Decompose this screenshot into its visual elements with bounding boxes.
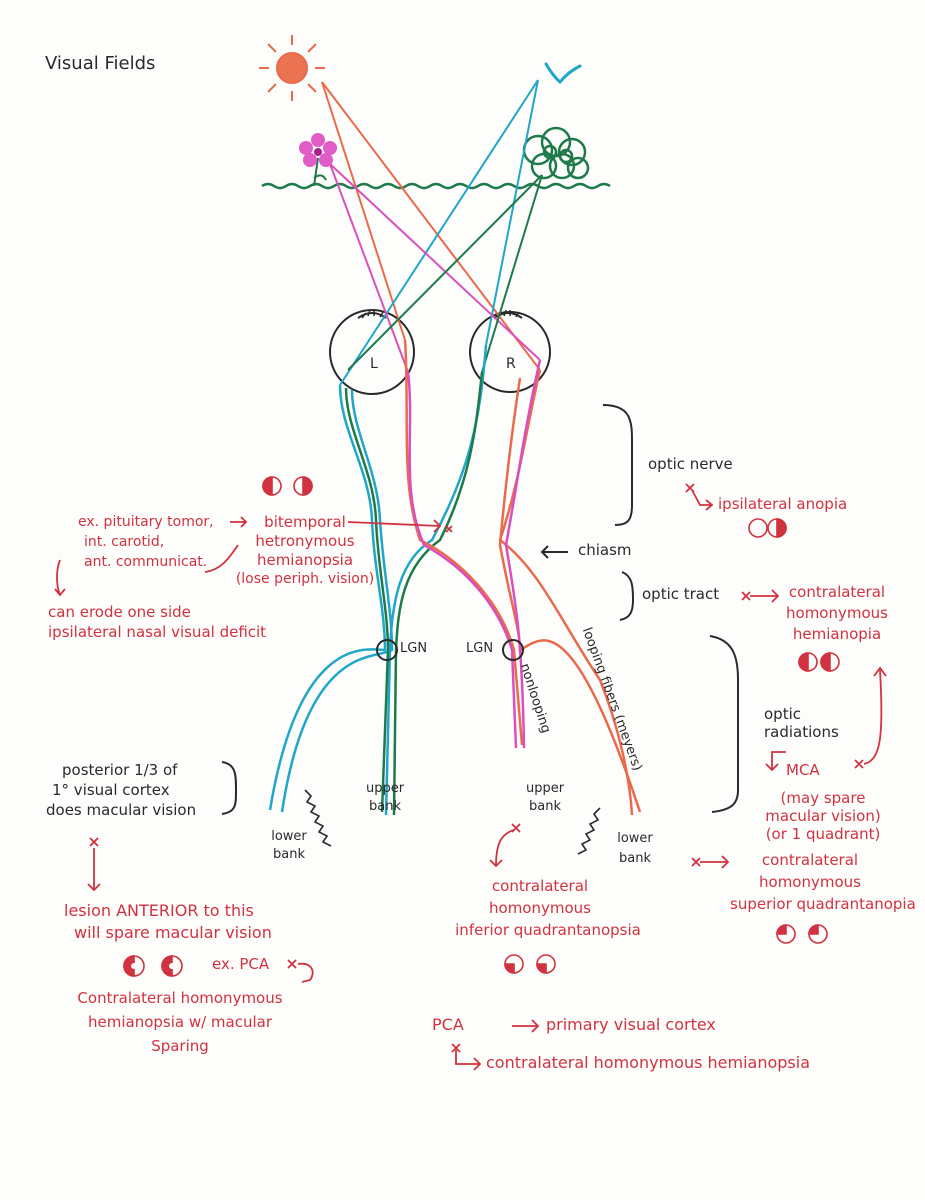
optic-tract-lesion-line3: hemianopia — [792, 625, 882, 643]
left-lgn-label: LGN — [400, 641, 428, 656]
diagram-title: Visual Fields — [45, 53, 156, 74]
light-rays — [321, 79, 543, 386]
chiasm-cause-line3: ant. communicat. — [84, 554, 208, 570]
anterior-lesion-line1: lesion ANTERIOR to this — [64, 901, 254, 920]
meyer-lesion-line1: contralateral — [761, 851, 859, 869]
right-lower-bank-label-line1: lower — [617, 831, 653, 846]
left-upper-bank-label-line2: bank — [369, 799, 401, 814]
posterior-cortex-line2: 1° visual cortex — [52, 781, 170, 799]
upper-bank-lesion-line3: inferior quadrantanopsia — [455, 921, 641, 939]
pca-result-line3: Sparing — [151, 1037, 209, 1055]
optic-radiations-label-line1: optic — [764, 705, 801, 723]
right-lgn-label: LGN — [466, 641, 494, 656]
grass-line — [261, 182, 611, 190]
left-lower-bank-label-line2: bank — [273, 847, 305, 862]
mca-note-line2: macular vision) — [765, 807, 881, 825]
inferior-quadrant-field-icon — [504, 954, 556, 974]
mca-note-line3: (or 1 quadrant) — [765, 825, 881, 843]
macular-sparing-field-icon — [123, 955, 183, 977]
right-lgn-node — [502, 639, 524, 661]
pca-result-line2: hemianopsia w/ macular — [87, 1013, 273, 1031]
upper-bank-lesion-line1: contralateral — [491, 877, 589, 895]
posterior-cortex-line3: does macular vision — [46, 801, 197, 819]
pca-result-line1: Contralateral homonymous — [77, 989, 283, 1007]
chiasm-erosion-line2: ipsilateral nasal visual deficit — [48, 623, 267, 641]
superior-quadrant-field-icon — [776, 924, 828, 944]
right-upper-bank-label-line1: upper — [525, 781, 565, 796]
squiggles — [304, 789, 601, 855]
anterior-lesion-line2: will spare macular vision — [74, 923, 272, 942]
sun-icon — [259, 35, 325, 101]
brackets — [221, 404, 739, 815]
optic-tract-field-icon — [798, 652, 840, 672]
mca-label: MCA — [786, 761, 820, 779]
bitemporal-field-icon — [262, 476, 313, 496]
right-lower-bank-label-line2: bank — [619, 851, 651, 866]
pca-line1-target: primary visual cortex — [546, 1015, 716, 1034]
chiasm-cause-line2: int. carotid, — [84, 534, 165, 550]
optic-radiations-label-line2: radiations — [764, 723, 839, 741]
bird-icon — [544, 62, 582, 85]
chiasm-lesion-line3: hemianopsia — [256, 551, 354, 569]
mca-note-line1: (may spare — [780, 789, 866, 807]
posterior-cortex-line1: posterior 1/3 of — [62, 761, 178, 779]
right-eye-label: R — [506, 356, 516, 372]
left-lgn-node — [376, 639, 398, 661]
chiasm-lesion-line2: hetronymous — [255, 532, 355, 550]
visual-field-icons — [123, 476, 840, 977]
flower-icon — [299, 133, 337, 187]
left-upper-bank-label-line1: upper — [365, 781, 405, 796]
pca-line2-label: contralateral homonymous hemianopsia — [486, 1053, 811, 1072]
chiasm-erosion-line1: can erode one side — [48, 603, 191, 621]
chiasm-lesion-line1: bitemporal — [264, 513, 346, 531]
chiasm-lesion-line4: (lose periph. vision) — [235, 571, 375, 587]
optic-tract-label: optic tract — [642, 585, 720, 603]
ipsilateral-anopia-icon — [748, 518, 787, 538]
meyer-lesion-line2: homonymous — [759, 873, 861, 891]
meyer-lesion-line3: superior quadrantanopia — [730, 895, 916, 913]
pca-example-label: ex. PCA — [212, 955, 270, 973]
lesion-arrows — [54, 483, 887, 1071]
left-lower-bank-label-line1: lower — [271, 829, 307, 844]
left-eye-label: L — [370, 356, 378, 372]
chiasm-label: chiasm — [578, 541, 632, 559]
optic-nerve-label: optic nerve — [648, 455, 733, 473]
ipsilateral-anopia-label: ipsilateral anopia — [718, 495, 848, 513]
right-upper-bank-label-line2: bank — [529, 799, 561, 814]
bush-icon — [522, 126, 590, 180]
upper-bank-lesion-line2: homonymous — [489, 899, 591, 917]
optic-tract-lesion-line1: contralateral — [788, 583, 886, 601]
optic-tract-lesion-line2: homonymous — [786, 604, 888, 622]
optic-pathway — [268, 339, 642, 816]
chiasm-cause-line1: ex. pituitary tomor, — [78, 514, 214, 530]
pca-line1-label: PCA — [432, 1015, 464, 1034]
